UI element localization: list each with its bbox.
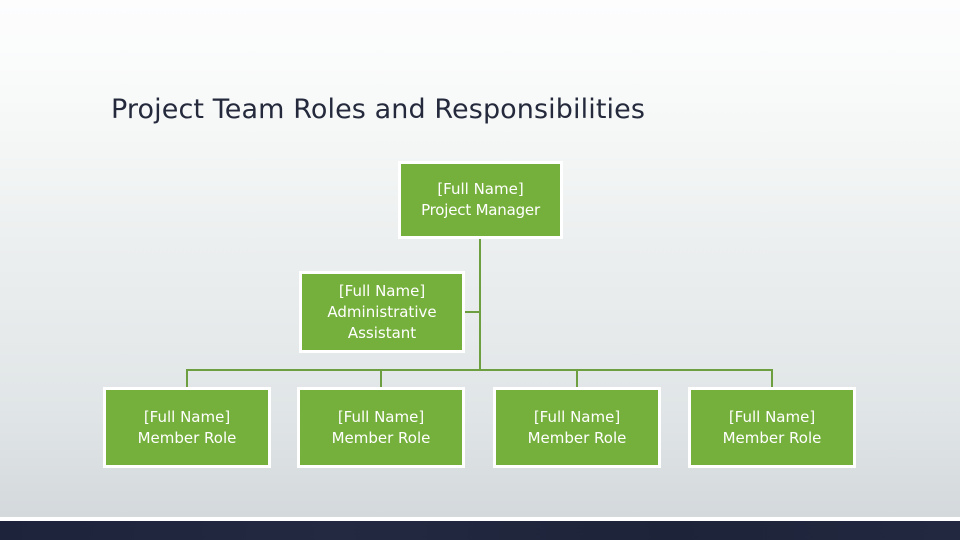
org-node-role: Member Role [722,428,822,447]
footer-divider [0,517,960,522]
org-node-member-4[interactable]: [Full Name] Member Role [688,387,856,468]
org-node-administrative-assistant[interactable]: [Full Name] Administrative Assistant [299,271,465,353]
connector-drop-member-4 [771,369,773,388]
org-node-member-3[interactable]: [Full Name] Member Role [493,387,661,468]
org-node-role: Administrative Assistant [327,302,437,342]
org-node-name: [Full Name] [533,407,621,426]
org-node-role: Member Role [137,428,237,447]
org-node-role: Member Role [331,428,431,447]
connector-member-bus [186,369,773,371]
org-node-member-1[interactable]: [Full Name] Member Role [103,387,271,468]
connector-drop-member-2 [380,369,382,388]
connector-drop-member-1 [186,369,188,388]
org-node-name: [Full Name] [337,407,425,426]
org-node-name: [Full Name] [143,407,231,426]
org-node-role: Project Manager [421,201,540,219]
connector-drop-member-3 [576,369,578,388]
org-node-name: [Full Name] [338,281,426,300]
org-node-name: [Full Name] [437,180,524,198]
connector-assistant-stub [464,311,480,313]
org-node-name: [Full Name] [728,407,816,426]
footer-bar [0,521,960,540]
org-node-member-2[interactable]: [Full Name] Member Role [297,387,465,468]
connector-trunk-vertical [479,239,481,371]
org-node-project-manager[interactable]: [Full Name] Project Manager [398,161,563,239]
org-node-role: Member Role [527,428,627,447]
page-title: Project Team Roles and Responsibilities [111,94,645,125]
